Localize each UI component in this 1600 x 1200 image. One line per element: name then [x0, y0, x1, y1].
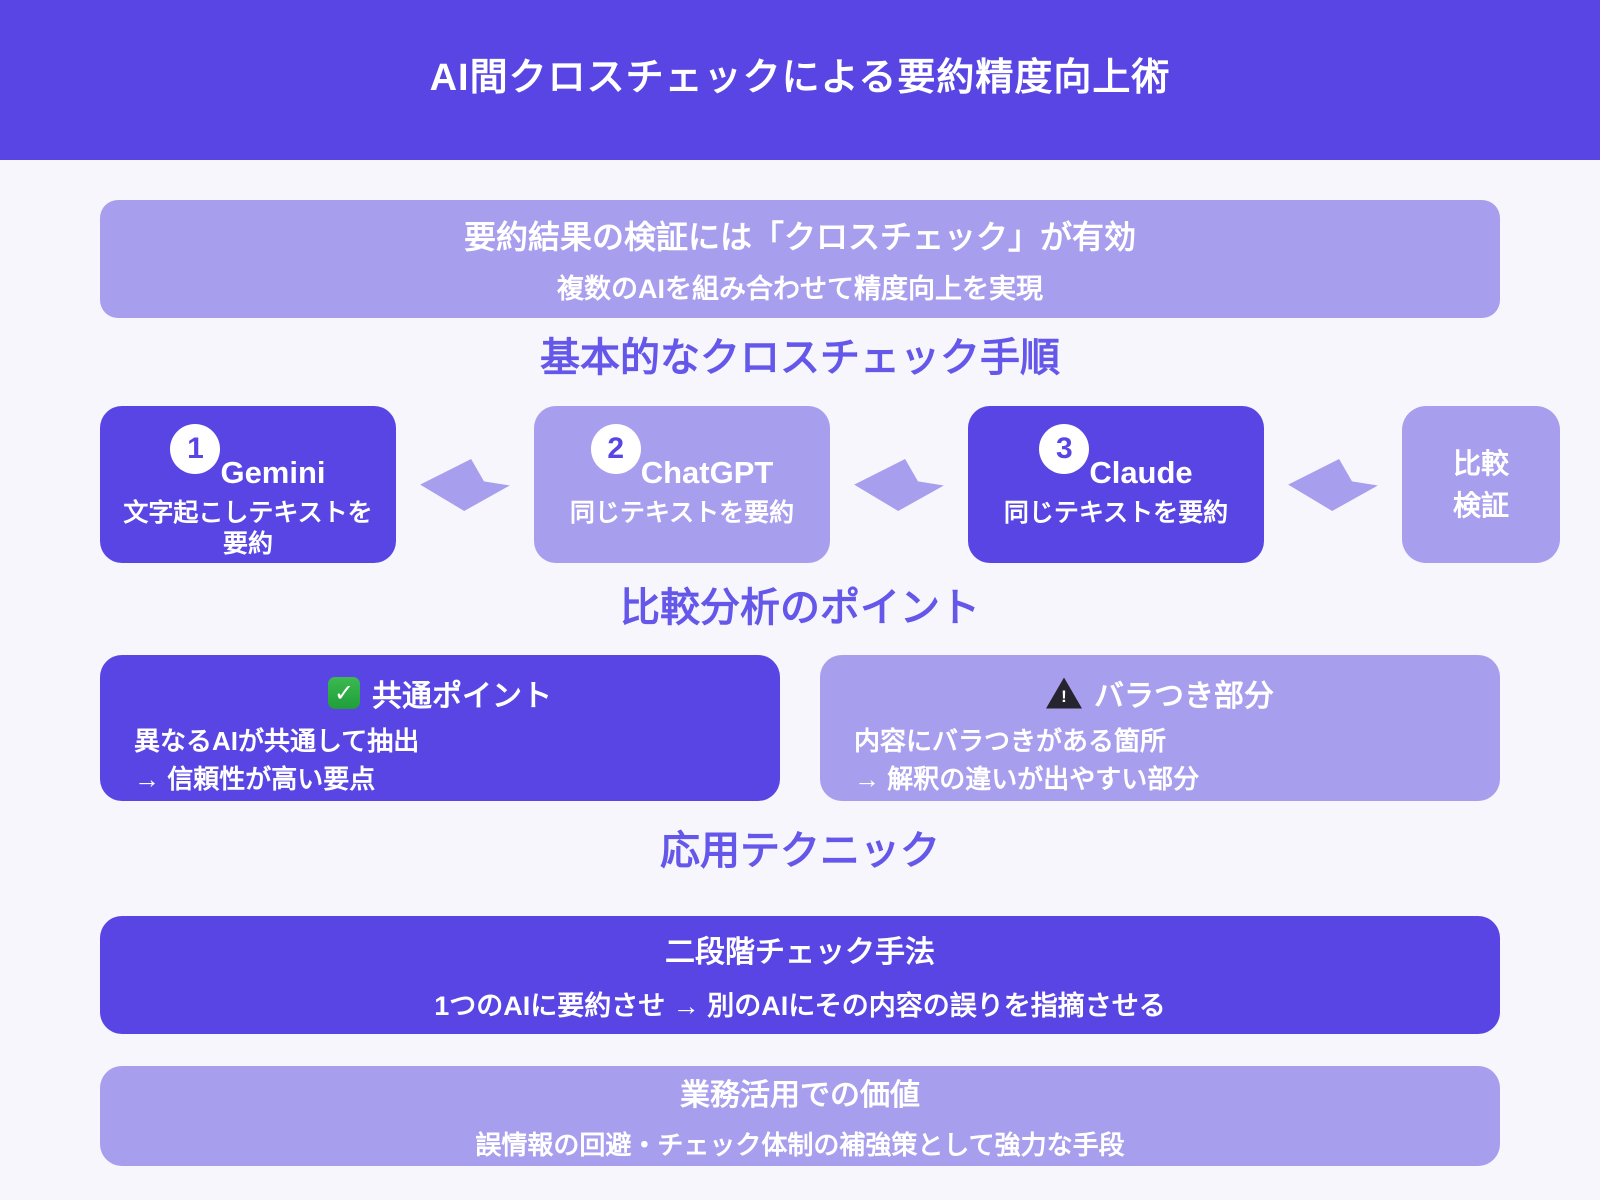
point-line: 内容にバラつきがある箇所 [854, 726, 1167, 756]
point-card-variance: ! バラつき部分 内容にバラつきがある箇所 → 解釈の違いが出やすい部分 [820, 655, 1500, 801]
advanced-card-business-value: 業務活用での価値 誤情報の回避・チェック体制の補強策として強力な手段 [100, 1066, 1500, 1166]
check-icon: ✓ [328, 677, 360, 709]
section-title-advanced: 応用テクニック [660, 829, 940, 873]
intro-banner-subtitle: 複数のAIを組み合わせて精度向上を実現 [557, 274, 1043, 304]
step-name: ChatGPT [640, 454, 774, 490]
intro-banner-title: 要約結果の検証には「クロスチェック」が有効 [463, 219, 1136, 255]
point-card-title: 共通ポイント [372, 680, 552, 713]
step-number-badge: 1 [170, 424, 221, 474]
advanced-card-title: 業務活用での価値 [680, 1079, 920, 1112]
step-card-gemini: 1 Gemini 文字起こしテキストを要約 [100, 406, 396, 563]
step-description: 同じテキストを要約 [1003, 499, 1229, 527]
advanced-card-two-step: 二段階チェック手法 1つのAIに要約させ → 別のAIにその内容の誤りを指摘させ… [100, 916, 1500, 1034]
point-card-title-row: ! バラつき部分 [854, 671, 1466, 715]
point-card-body: 内容にバラつきがある箇所 → 解釈の違いが出やすい部分 [854, 723, 1466, 798]
step-head: 2 ChatGPT [590, 424, 774, 490]
point-card-title: バラつき部分 [1094, 680, 1274, 713]
steps-flow: 1 Gemini 文字起こしテキストを要約 2 ChatGPT 同じテキストを要… [100, 406, 1560, 563]
step-head: 3 Claude [1039, 424, 1193, 490]
point-line: → 解釈の違いが出やすい部分 [854, 763, 1200, 794]
right-arrow-icon [420, 458, 510, 511]
flow-arrow-icon [1264, 406, 1402, 563]
point-card-body: 異なるAIが共通して抽出 → 信頼性が高い要点 [134, 723, 746, 798]
step-description: 文字起こしテキストを要約 [123, 499, 373, 559]
right-arrow-icon [854, 458, 944, 511]
point-line: 異なるAIが共通して抽出 [134, 726, 420, 756]
advanced-card-description: 1つのAIに要約させ → 別のAIにその内容の誤りを指摘させる [434, 991, 1166, 1021]
step-card-chatgpt: 2 ChatGPT 同じテキストを要約 [534, 406, 830, 563]
step-number-badge: 2 [590, 424, 641, 474]
point-line: → 信頼性が高い要点 [134, 763, 376, 794]
warning-icon: ! [1046, 677, 1082, 709]
page-title: AI間クロスチェックによる要約精度向上術 [429, 56, 1171, 99]
advanced-card-description: 誤情報の回避・チェック体制の補強策として強力な手段 [475, 1130, 1125, 1160]
header-bar: AI間クロスチェックによる要約精度向上術 [0, 0, 1600, 160]
step-card-claude: 3 Claude 同じテキストを要約 [968, 406, 1264, 563]
point-card-title-row: ✓ 共通ポイント [134, 671, 746, 715]
right-arrow-icon [1288, 458, 1378, 511]
point-card-common: ✓ 共通ポイント 異なるAIが共通して抽出 → 信頼性が高い要点 [100, 655, 780, 801]
step-number-badge: 3 [1039, 424, 1090, 474]
step-name: Gemini [220, 454, 326, 490]
section-title-steps: 基本的なクロスチェック手順 [540, 336, 1060, 380]
intro-banner: 要約結果の検証には「クロスチェック」が有効 複数のAIを組み合わせて精度向上を実… [100, 200, 1500, 318]
step-description: 同じテキストを要約 [569, 499, 795, 527]
points-row: ✓ 共通ポイント 異なるAIが共通して抽出 → 信頼性が高い要点 ! バラつき部… [100, 655, 1500, 801]
flow-arrow-icon [396, 406, 534, 563]
step-name: Claude [1089, 454, 1193, 490]
step-head: 1 Gemini [170, 424, 326, 490]
flow-arrow-icon [830, 406, 968, 563]
advanced-card-title: 二段階チェック手法 [665, 936, 935, 969]
section-title-points: 比較分析のポイント [620, 586, 980, 630]
result-box: 比較検証 [1402, 406, 1560, 563]
